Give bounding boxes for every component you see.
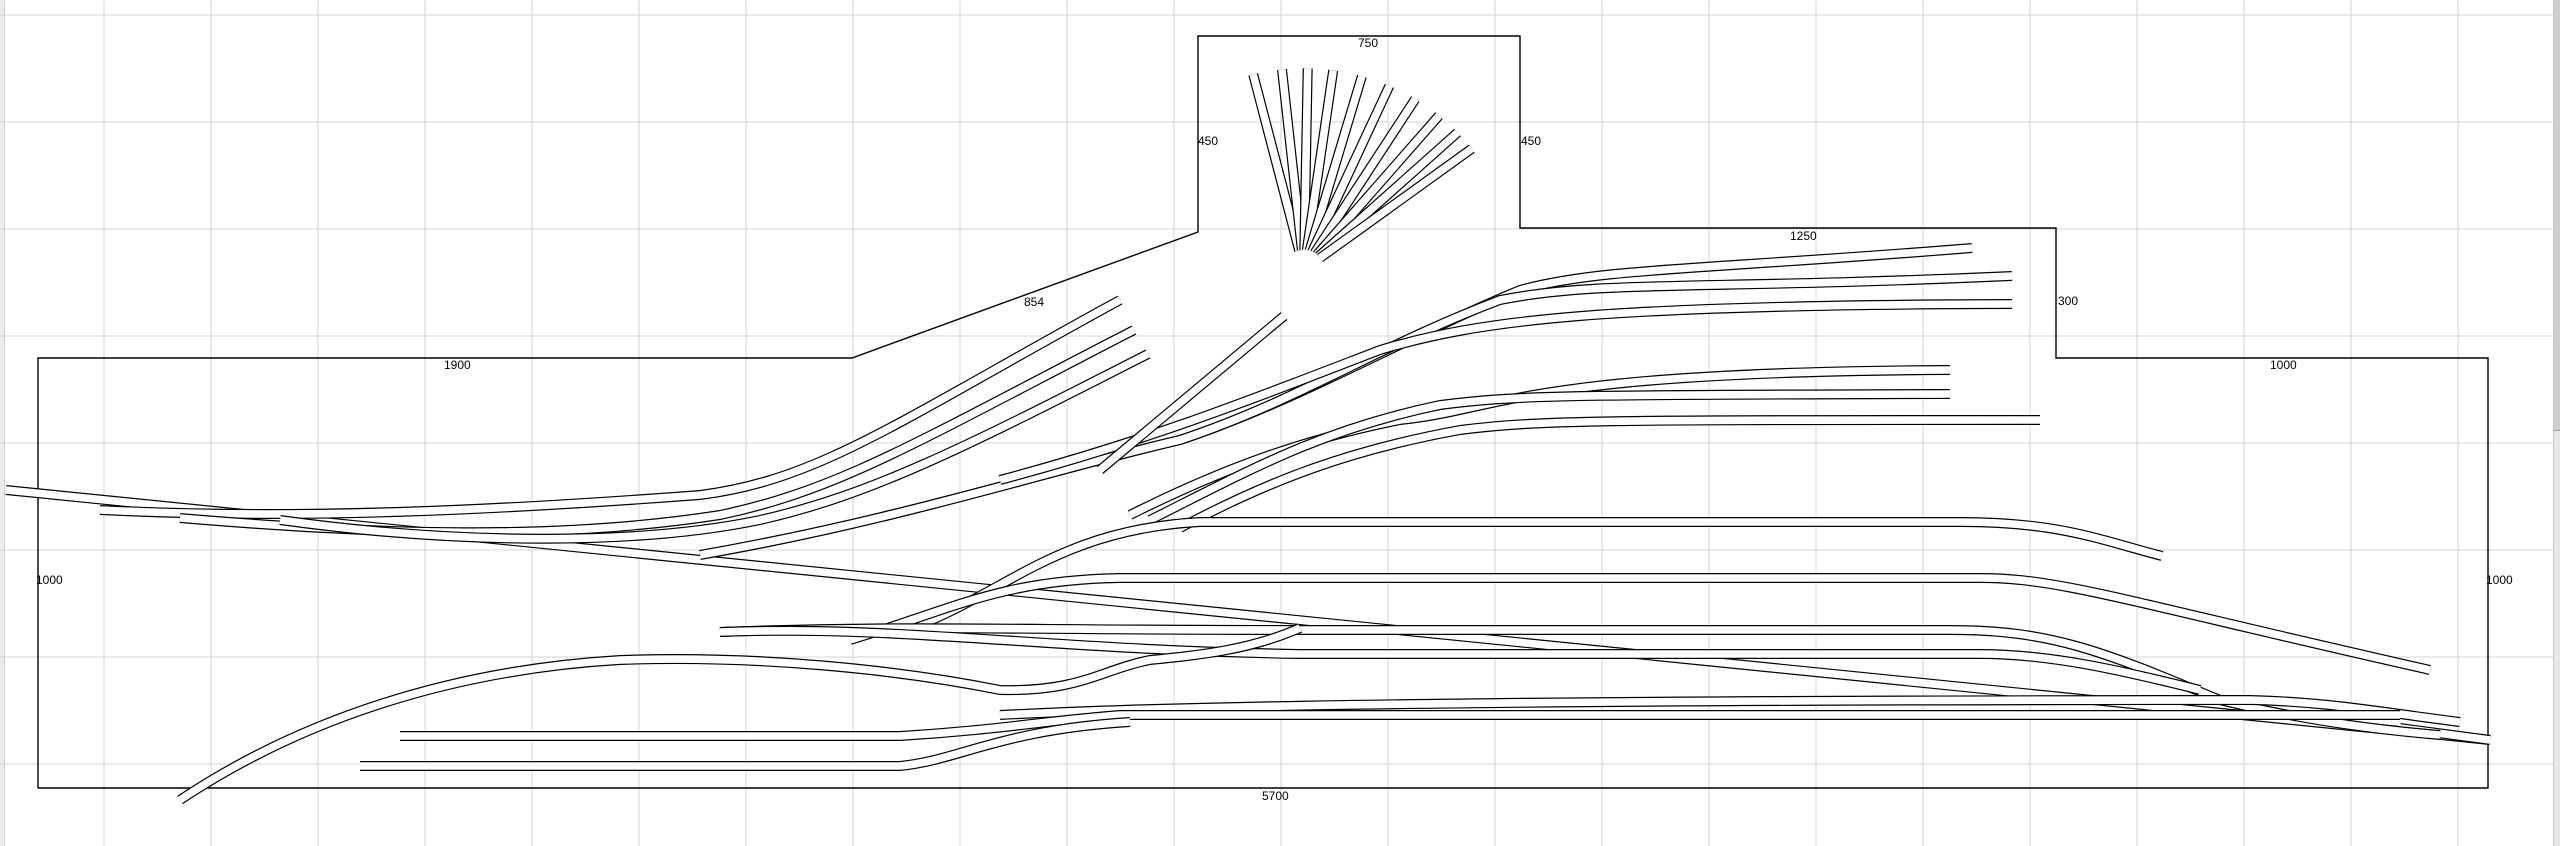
dim-bottom: 5700: [1262, 789, 1289, 803]
track-segment-inner: [999, 696, 2461, 726]
turntable-spoke-inner: [1249, 73, 1303, 252]
turntable-spoke-inner: [1278, 69, 1306, 251]
dim-right-step: 300: [2058, 294, 2078, 308]
dim-turntable-top: 750: [1358, 36, 1378, 50]
turntable-spoke-inner: [1308, 84, 1393, 254]
track-segment-inner: [1178, 416, 2041, 532]
track-network: [5, 243, 2491, 805]
dim-left-side: 1000: [36, 573, 63, 587]
turntable-spoke-inner: [1305, 75, 1366, 252]
room-outline: [37, 35, 2489, 789]
track-segment-inner: [400, 711, 2400, 740]
track-segment-inner: [699, 244, 1973, 559]
dim-right-upper: 1250: [1790, 229, 1817, 243]
track-segment-inner: [898, 518, 2163, 636]
track-segment-inner: [1128, 366, 1951, 519]
turntable-spoke-inner: [1316, 129, 1461, 260]
dim-left-long: 1900: [444, 358, 471, 372]
dim-turntable-left: 450: [1198, 134, 1218, 148]
track-segment-inner: [360, 718, 1131, 770]
track-segment-inner: [1148, 390, 1951, 524]
dim-right-far: 1000: [2270, 358, 2297, 372]
track-segment: [699, 243, 1973, 560]
track-segment-inner: [699, 272, 2013, 559]
dim-turntable-right: 450: [1521, 134, 1541, 148]
track-segment-inner: [1097, 313, 1287, 473]
track-segment: [1177, 415, 2041, 533]
scrollbar-thumb[interactable]: [2554, 0, 2560, 431]
window-left-edge: [0, 0, 5, 846]
track-segment-inner: [279, 350, 1150, 543]
turntable-spoke-inner: [1303, 69, 1337, 251]
turntable-spoke-inner: [1314, 113, 1442, 258]
turntable-fan: [1248, 68, 1475, 263]
turntable-spoke-inner: [1317, 145, 1474, 262]
track-segment-inner: [848, 574, 2431, 674]
turntable-spoke-inner: [1300, 68, 1312, 251]
vertical-scrollbar[interactable]: [2553, 0, 2560, 846]
dim-right-side: 1000: [2486, 573, 2513, 587]
track-segment: [99, 295, 1123, 520]
turntable-spoke-inner: [1311, 96, 1419, 256]
track-segment-inner: [177, 624, 1302, 804]
dim-slope: 854: [1024, 295, 1044, 309]
track-segment-inner: [99, 296, 1122, 518]
